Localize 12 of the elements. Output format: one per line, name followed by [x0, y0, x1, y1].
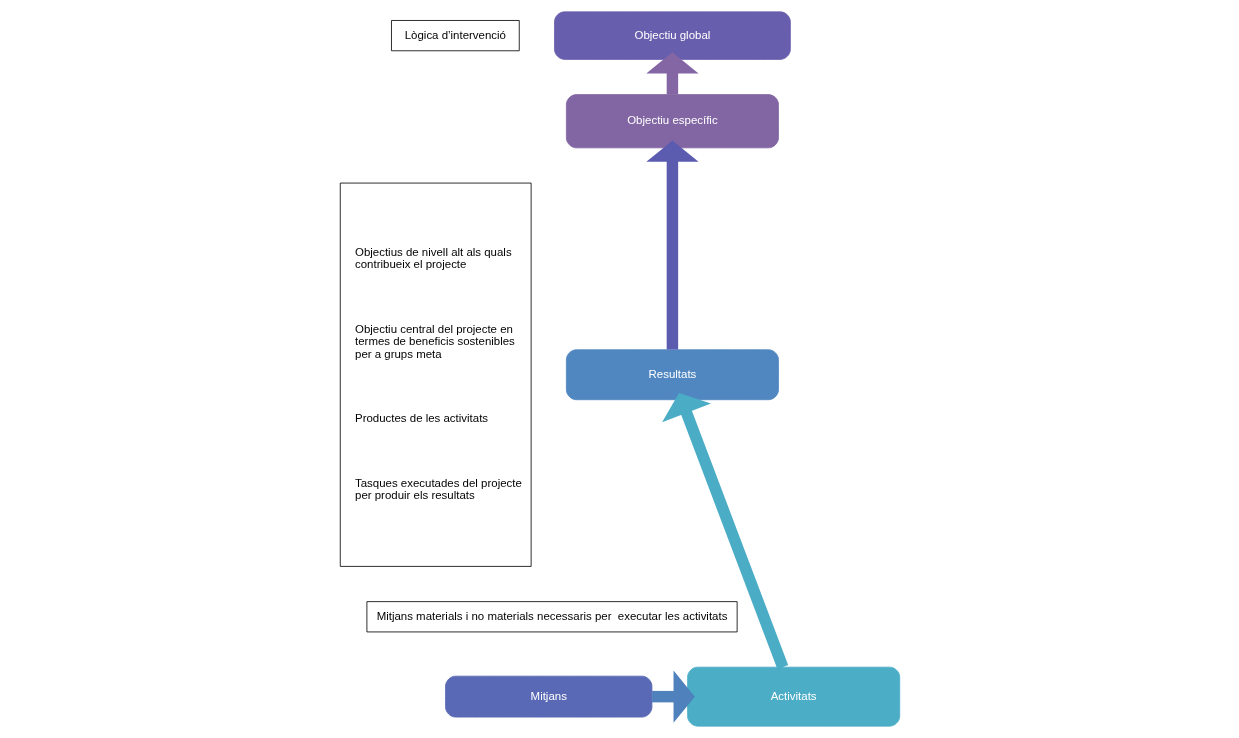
node-box: Objectiu global [553, 11, 791, 60]
arrow [645, 140, 699, 350]
arrow [651, 670, 695, 723]
node-box: Objectiu específic [565, 94, 779, 149]
node-box: Mitjans materials i no materials necessaris per executar les activitats [366, 601, 738, 633]
node-box: Mitjans [444, 675, 652, 718]
arrow [661, 392, 788, 670]
node-box: Resultats [565, 349, 779, 401]
arrow [645, 52, 699, 95]
node-box: Activitats [686, 666, 900, 727]
node-box: Lògica d’intervenció [390, 20, 520, 52]
node-box: Objectius de nivell alt als quals contribueix el projecte Objectiu central del projecte en termes de beneficis sostenibles per a grups meta Productes de les activitats Tasques executades del projecte per produir els resultats [339, 182, 532, 567]
